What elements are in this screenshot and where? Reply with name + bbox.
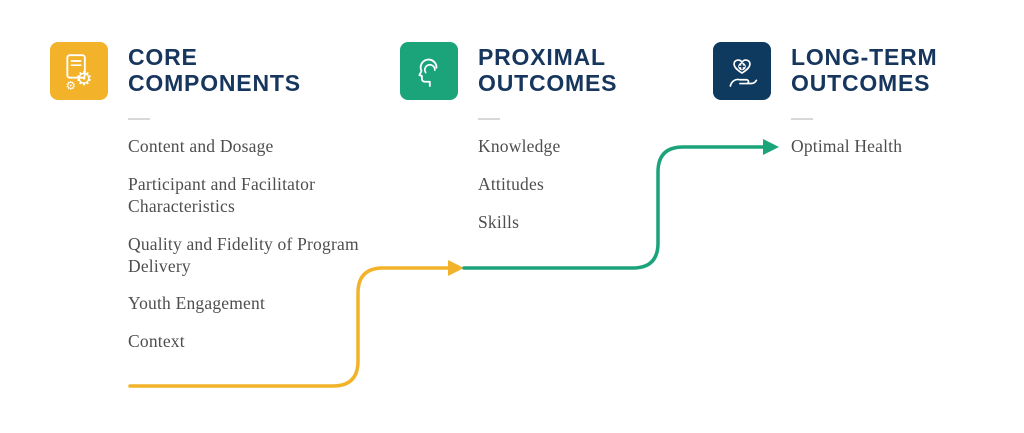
- column-longterm-outcomes: LONG-TERM OUTCOMES Optimal Health: [713, 42, 937, 174]
- title-line: PROXIMAL: [478, 44, 606, 71]
- longterm-outcomes-list: Optimal Health: [713, 136, 937, 158]
- title-line: OUTCOMES: [791, 70, 931, 96]
- section-divider: [128, 118, 150, 120]
- list-item: Youth Engagement: [128, 293, 266, 314]
- document-gears-icon: ⚙ ⚙: [50, 42, 108, 100]
- proximal-outcomes-list: Knowledge Attitudes Skills: [400, 136, 617, 234]
- title-line: COMPONENTS: [128, 70, 301, 96]
- list-item: Optimal Health: [791, 136, 903, 156]
- svg-text:⚙: ⚙: [65, 78, 75, 91]
- core-to-proximal-arrowhead: [448, 260, 464, 276]
- list-item: Quality and Fidelity of Program Delivery: [128, 233, 359, 276]
- list-item: Content and Dosage: [128, 136, 274, 156]
- title-line: OUTCOMES: [478, 70, 618, 96]
- list-item: Participant and Facilitator Characterist…: [128, 173, 316, 216]
- proximal-outcomes-header: PROXIMAL OUTCOMES: [400, 42, 617, 100]
- list-item: Knowledge: [478, 136, 561, 156]
- longterm-outcomes-title: LONG-TERM OUTCOMES: [791, 44, 938, 97]
- section-divider: [791, 118, 813, 120]
- section-divider: [478, 118, 500, 120]
- svg-text:⚙: ⚙: [75, 67, 92, 90]
- title-line: LONG-TERM: [791, 44, 938, 71]
- column-core-components: ⚙ ⚙ CORE COMPONENTS Content and Dosage P…: [50, 42, 373, 369]
- core-components-title: CORE COMPONENTS: [128, 44, 301, 97]
- hand-heart-cross-icon: [713, 42, 771, 100]
- column-proximal-outcomes: PROXIMAL OUTCOMES Knowledge Attitudes Sk…: [400, 42, 617, 250]
- list-item: Skills: [478, 211, 520, 232]
- head-mind-icon: [400, 42, 458, 100]
- proximal-outcomes-title: PROXIMAL OUTCOMES: [478, 44, 618, 97]
- longterm-outcomes-header: LONG-TERM OUTCOMES: [713, 42, 937, 100]
- core-components-header: ⚙ ⚙ CORE COMPONENTS: [50, 42, 373, 100]
- core-components-list: Content and Dosage Participant and Facil…: [50, 136, 373, 353]
- title-line: CORE: [128, 44, 198, 71]
- list-item: Context: [128, 331, 185, 352]
- list-item: Attitudes: [478, 173, 544, 194]
